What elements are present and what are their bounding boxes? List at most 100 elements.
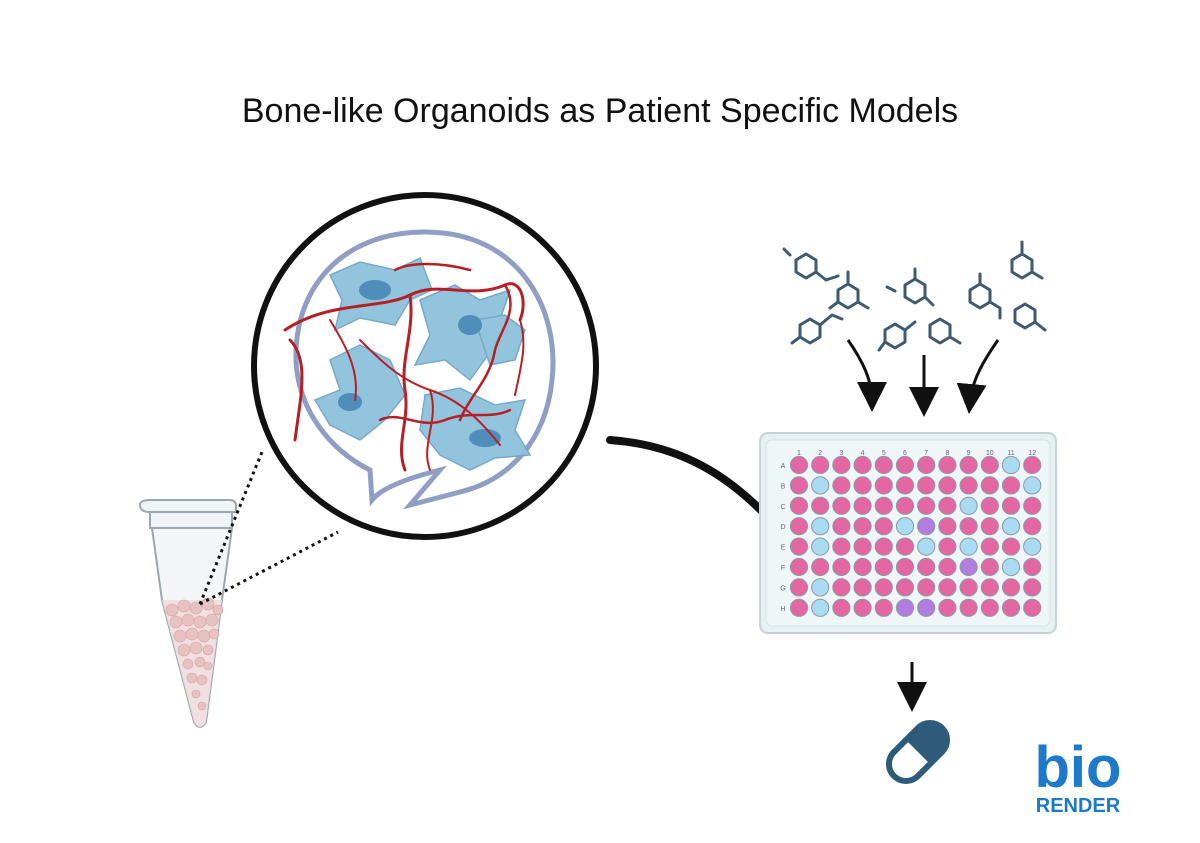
plate-column-label: 1 (797, 450, 801, 457)
plate-row-label: G (780, 585, 785, 592)
plate-row-label: C (780, 504, 785, 511)
plate-well (789, 517, 809, 536)
plate-column-label: 5 (882, 450, 886, 457)
plate-well (832, 517, 851, 536)
plate-well (853, 455, 872, 475)
plate-well (874, 455, 893, 475)
plate-well (938, 455, 957, 475)
plate-well (938, 598, 957, 617)
plate-well (853, 496, 872, 515)
plate-well (874, 496, 893, 515)
plate-well (917, 455, 936, 475)
plate-well (1001, 557, 1021, 577)
drug-molecules (782, 240, 1047, 352)
plate-well (874, 517, 893, 536)
plate-well (980, 598, 999, 617)
plate-well (874, 476, 893, 495)
plate-well (1001, 537, 1021, 556)
plate-well (1001, 578, 1021, 597)
plate-well (980, 537, 999, 556)
plate-well (895, 557, 915, 577)
logo-bio-text: bio (1035, 735, 1122, 800)
plate-well (895, 517, 915, 536)
plate-well (1023, 537, 1042, 556)
plate-well (1001, 455, 1021, 475)
plate-column-label: 9 (967, 450, 971, 457)
plate-well (895, 537, 915, 556)
plate-well (1001, 496, 1021, 515)
plate-well (917, 537, 936, 556)
plate-column-label: 10 (986, 450, 994, 457)
plate-row-label: E (781, 545, 786, 552)
plate-well (938, 557, 957, 577)
drug-capsule-icon (885, 719, 951, 785)
plate-well (811, 455, 830, 475)
biorender-logo: bio RENDER (1035, 735, 1122, 817)
plate-well (980, 517, 999, 536)
plate-well (789, 476, 809, 495)
plate-well (938, 517, 957, 536)
plate-well (789, 455, 809, 475)
plate-well (917, 598, 936, 617)
plate-well (789, 578, 809, 597)
plate-well (832, 537, 851, 556)
plate-well (853, 476, 872, 495)
transfer-arrow (606, 436, 779, 529)
plate-well (959, 557, 978, 577)
plate-well (917, 517, 936, 536)
logo-render-text: RENDER (1036, 795, 1121, 817)
plate-well (832, 578, 851, 597)
plate-well (874, 537, 893, 556)
plate-well (811, 476, 830, 495)
blood-vessels (283, 262, 525, 472)
plate-well (980, 578, 999, 597)
plate-well (1023, 517, 1042, 536)
plate-well (1001, 517, 1021, 536)
plate-well (1023, 598, 1042, 617)
plate-well (895, 496, 915, 515)
plate-well (917, 557, 936, 577)
plate-well (1023, 455, 1042, 475)
plate-well (959, 476, 978, 495)
plate-well (959, 517, 978, 536)
plate-well (1023, 578, 1042, 597)
plate-well (832, 598, 851, 617)
plate-column-label: 3 (839, 450, 843, 457)
plate-well (980, 455, 999, 475)
plate-row-label: H (780, 606, 785, 613)
plate-row-label: A (781, 463, 786, 470)
plate-well (938, 496, 957, 515)
plate-well (980, 476, 999, 495)
plate-well (811, 557, 830, 577)
plate-column-label: 12 (1028, 450, 1036, 457)
plate-well (811, 537, 830, 556)
plate-well (959, 455, 978, 475)
microcentrifuge-tube (138, 499, 237, 728)
plate-column-label: 6 (903, 450, 907, 457)
plate-well (811, 496, 830, 515)
plate-row-label: D (780, 524, 785, 531)
plate-well (1023, 476, 1042, 495)
plate-well (789, 557, 809, 577)
plate-column-label: 4 (861, 450, 865, 457)
plate-well (917, 496, 936, 515)
plate-well (874, 557, 893, 577)
plate-well (938, 476, 957, 495)
plate-well (917, 476, 936, 495)
plate-well (853, 578, 872, 597)
magnified-organoid (251, 192, 599, 540)
plate-well (1023, 496, 1042, 515)
plate-well (853, 537, 872, 556)
plate-well (853, 598, 872, 617)
plate-well (811, 598, 830, 617)
plate-well (895, 455, 915, 475)
plate-well (1023, 557, 1042, 577)
plate-column-label: 11 (1007, 450, 1014, 457)
plate-well (959, 496, 978, 515)
plate-well (980, 496, 999, 515)
plate-well (832, 476, 851, 495)
plate-well (895, 476, 915, 495)
organoid-pellet (165, 597, 224, 711)
